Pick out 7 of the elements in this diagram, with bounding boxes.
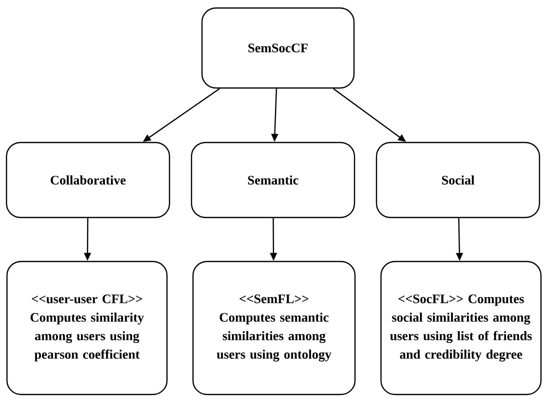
description-box: <<SemFL>> Computes semantic similarities among users using ontology bbox=[192, 260, 356, 396]
root-box: SemSocCF bbox=[201, 7, 355, 89]
description-box: <<user-user CFL>> Computes similarity among users using pearson coefficient bbox=[6, 260, 168, 396]
category-box: Semantic bbox=[190, 142, 356, 218]
category-box: Collaborative bbox=[6, 142, 170, 218]
category-box: Social bbox=[376, 142, 540, 218]
description-box: <<SocFL>> Computes social similarities among users using list of friends and credibility degree bbox=[380, 260, 542, 396]
